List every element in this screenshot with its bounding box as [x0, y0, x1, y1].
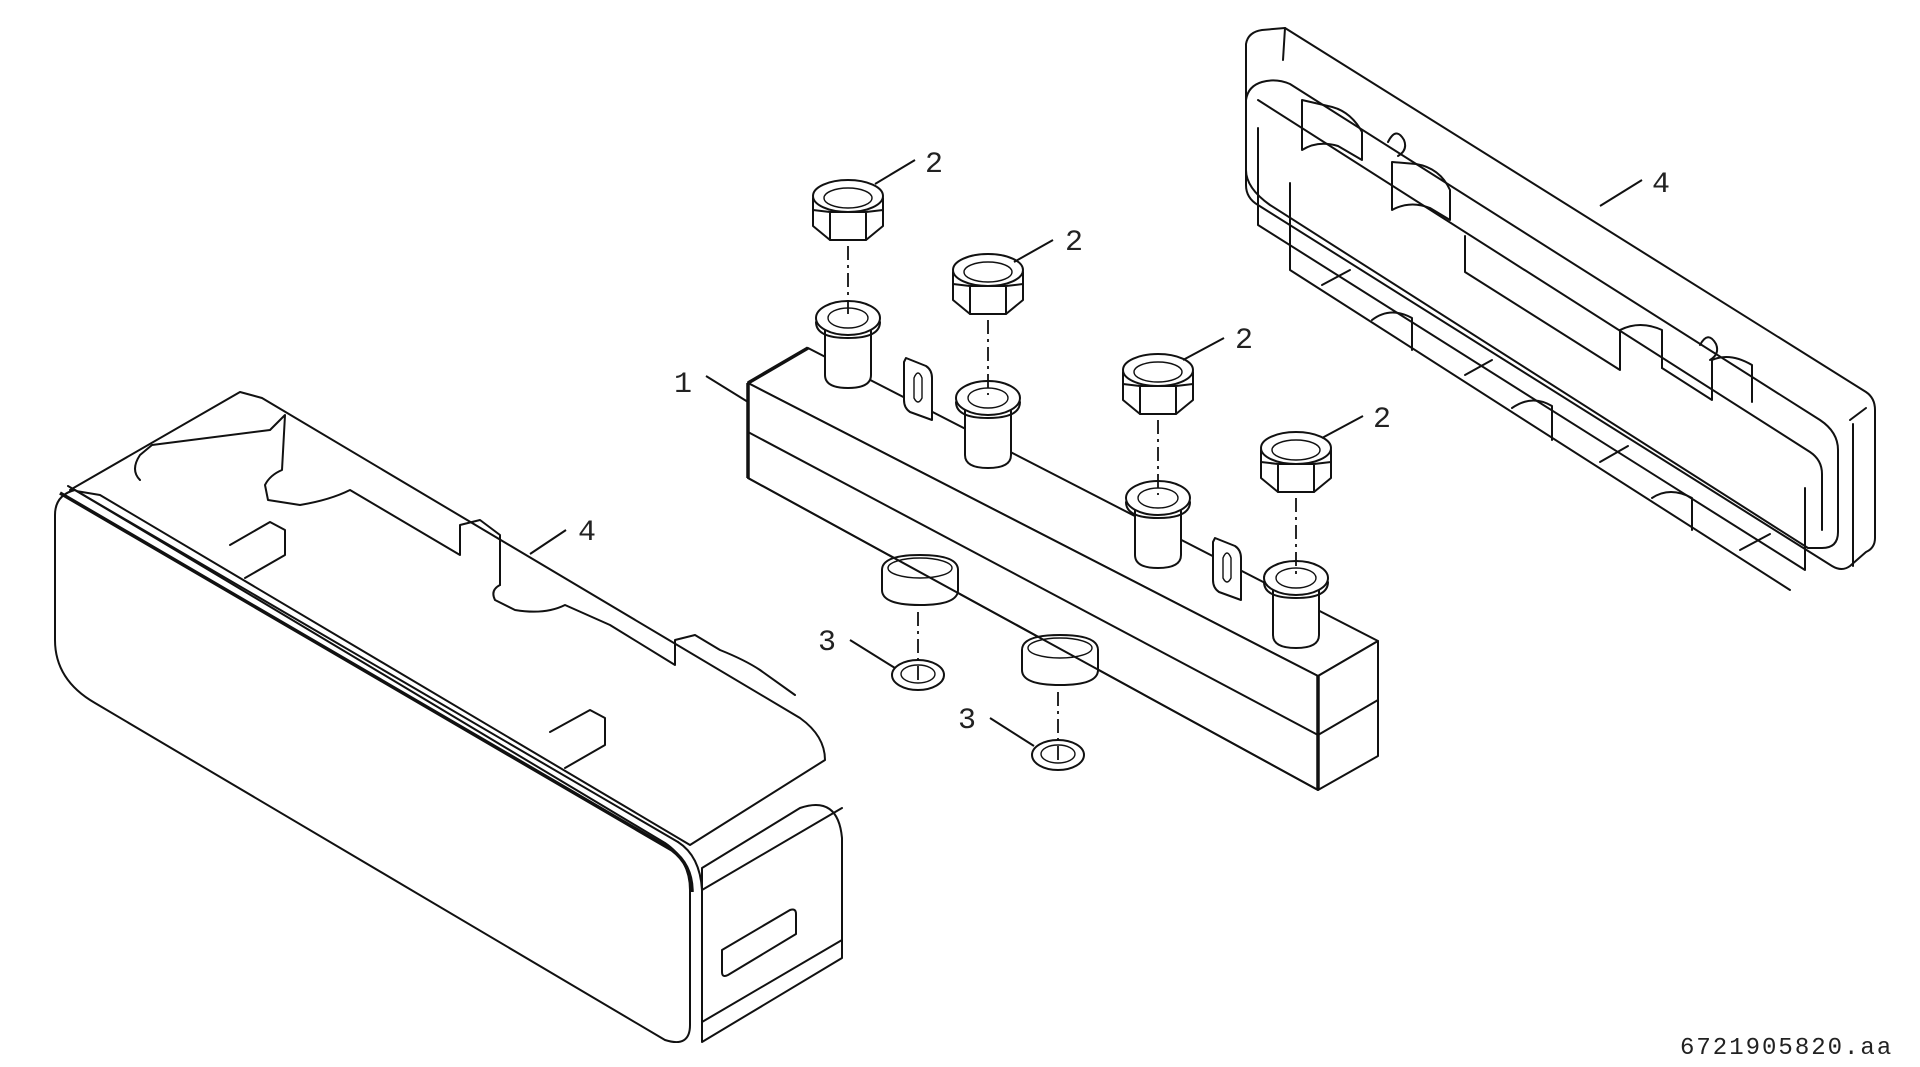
union-nut-c: [1122, 353, 1194, 415]
top-stub-a: [815, 300, 881, 389]
mounting-bracket-a: [903, 357, 933, 421]
leader-4-rear: [1599, 179, 1643, 207]
drawing-reference-code: 6721905820.aa: [1680, 1035, 1893, 1062]
bottom-stub-b: [1021, 634, 1099, 686]
leader-2c: [1182, 337, 1225, 361]
leader-2a: [874, 159, 916, 185]
mounting-bracket-b: [1212, 537, 1242, 601]
top-stub-d: [1263, 560, 1329, 649]
union-nut-d: [1260, 431, 1332, 493]
bottom-stub-a: [881, 554, 959, 606]
callout-1: 1: [674, 368, 692, 402]
union-nut-b: [952, 253, 1024, 315]
leader-4-front: [529, 529, 567, 555]
callout-4-rear: 4: [1652, 168, 1670, 202]
callout-3a: 3: [818, 626, 836, 660]
callout-2b: 2: [1065, 226, 1083, 260]
callout-4-front: 4: [578, 516, 596, 550]
callout-2c: 2: [1235, 324, 1253, 358]
front-insulation-shell: [54, 391, 843, 1044]
rear-insulation-shell: [1245, 27, 1876, 591]
leader-3b: [989, 717, 1035, 747]
callout-3b: 3: [958, 704, 976, 738]
leader-1: [705, 375, 749, 403]
top-stub-c: [1125, 480, 1191, 569]
leader-2d: [1321, 415, 1364, 439]
leader-2b: [1013, 239, 1054, 263]
callout-2d: 2: [1373, 403, 1391, 437]
leader-3a: [849, 639, 896, 669]
union-nut-a: [812, 179, 884, 241]
callout-2a: 2: [925, 148, 943, 182]
manifold-block: [746, 346, 1379, 791]
